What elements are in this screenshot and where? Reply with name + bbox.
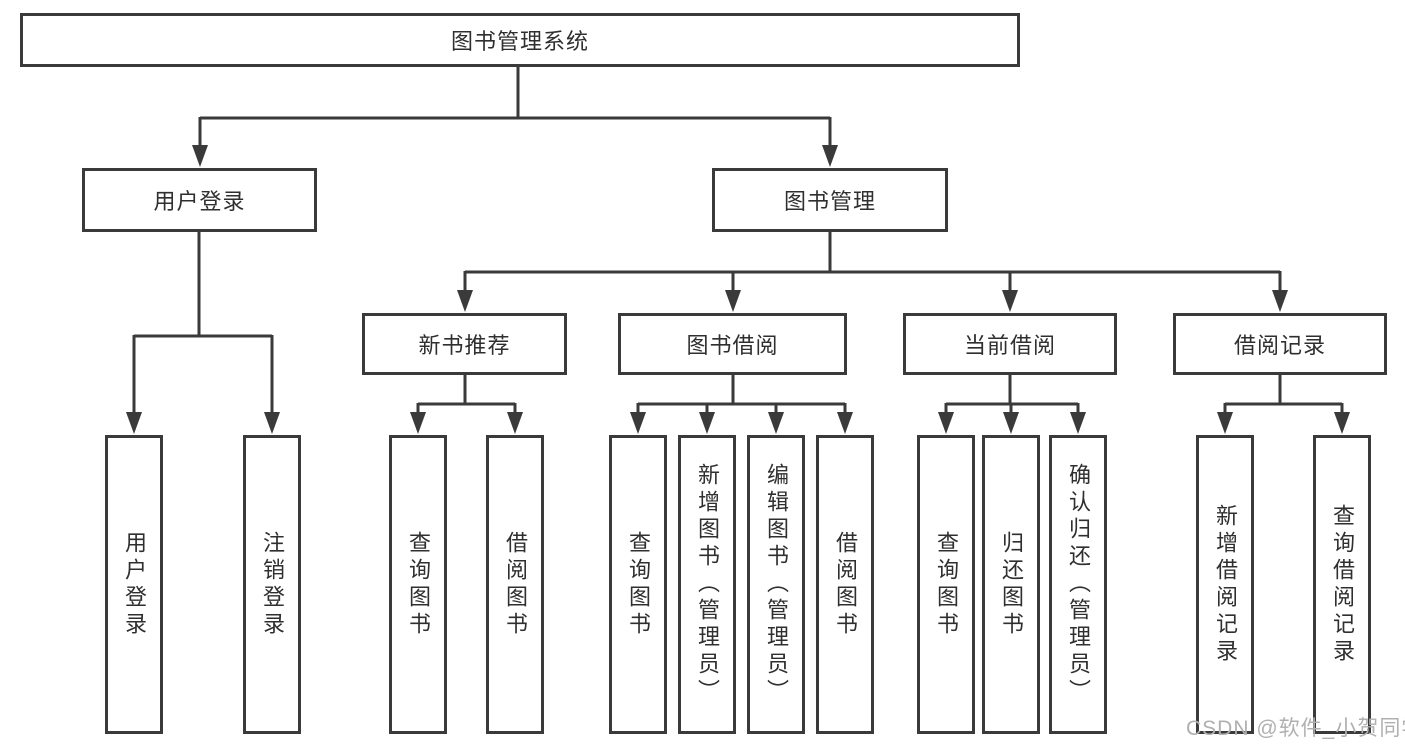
- connector-bookmgmt-to-level3: [463, 232, 1282, 293]
- connector-userlogin-to-leaves: [132, 232, 274, 414]
- arrowheads-borrowrecords: [1217, 412, 1350, 434]
- connector-newbookrec-to-leaves: [416, 375, 517, 414]
- leaf-records-query-record: 查询借阅记录: [1313, 435, 1371, 734]
- connector-bookborrow-to-leaves: [636, 375, 847, 414]
- node-book-management: 图书管理: [712, 168, 948, 232]
- leaf-current-query-book: 查询图书: [917, 435, 975, 734]
- leaf-current-return-book-label: 归还图书: [999, 530, 1024, 639]
- leaf-rec-query-book-label: 查询图书: [406, 530, 431, 639]
- leaf-current-confirm-return-admin: 确认归还（管理员）: [1049, 435, 1107, 734]
- arrowheads-newbookrec: [410, 412, 523, 434]
- leaf-records-add-record-label: 新增借阅记录: [1213, 503, 1238, 666]
- leaf-user-login: 用户登录: [105, 435, 163, 734]
- leaf-borrow-query-book: 查询图书: [609, 435, 667, 734]
- csdn-watermark: CSDN @软件_小贺同学: [1186, 717, 1405, 740]
- leaf-borrow-edit-book-admin-label: 编辑图书（管理员）: [764, 463, 789, 706]
- leaf-borrow-query-book-label: 查询图书: [626, 530, 651, 639]
- leaf-rec-borrow-book: 借阅图书: [486, 435, 544, 734]
- leaf-borrow-borrow-book: 借阅图书: [816, 435, 874, 734]
- leaf-borrow-add-book-admin: 新增图书（管理员）: [678, 435, 736, 734]
- leaf-rec-borrow-book-label: 借阅图书: [503, 530, 528, 639]
- leaf-records-add-record: 新增借阅记录: [1196, 435, 1254, 734]
- arrowheads-userlogin: [126, 412, 280, 434]
- node-user-login: 用户登录: [82, 168, 317, 232]
- connector-borrowrecords-to-leaves: [1223, 375, 1344, 414]
- node-borrow-records: 借阅记录: [1173, 313, 1387, 375]
- leaf-current-confirm-return-admin-label: 确认归还（管理员）: [1066, 463, 1091, 706]
- arrowheads-bookborrow: [630, 412, 853, 434]
- leaf-borrow-edit-book-admin: 编辑图书（管理员）: [747, 435, 805, 734]
- leaf-records-query-record-label: 查询借阅记录: [1330, 503, 1355, 666]
- node-new-book-recommend: 新书推荐: [362, 313, 567, 375]
- leaf-current-return-book: 归还图书: [982, 435, 1040, 734]
- node-book-borrow: 图书借阅: [618, 313, 847, 375]
- connector-currentborrow-to-leaves: [944, 375, 1080, 414]
- connector-root-to-level2: [198, 67, 832, 147]
- arrowheads-root-to-level2: [192, 145, 838, 167]
- node-current-borrow: 当前借阅: [903, 313, 1117, 375]
- leaf-borrow-borrow-book-label: 借阅图书: [833, 530, 858, 639]
- arrowheads-level3: [457, 290, 1288, 312]
- leaf-rec-query-book: 查询图书: [389, 435, 447, 734]
- leaf-logout: 注销登录: [243, 435, 301, 734]
- node-root-system: 图书管理系统: [20, 13, 1020, 67]
- leaf-current-query-book-label: 查询图书: [934, 530, 959, 639]
- leaf-borrow-add-book-admin-label: 新增图书（管理员）: [695, 463, 720, 706]
- leaf-logout-label: 注销登录: [260, 530, 285, 639]
- arrowheads-currentborrow: [938, 412, 1086, 434]
- leaf-user-login-label: 用户登录: [122, 530, 147, 639]
